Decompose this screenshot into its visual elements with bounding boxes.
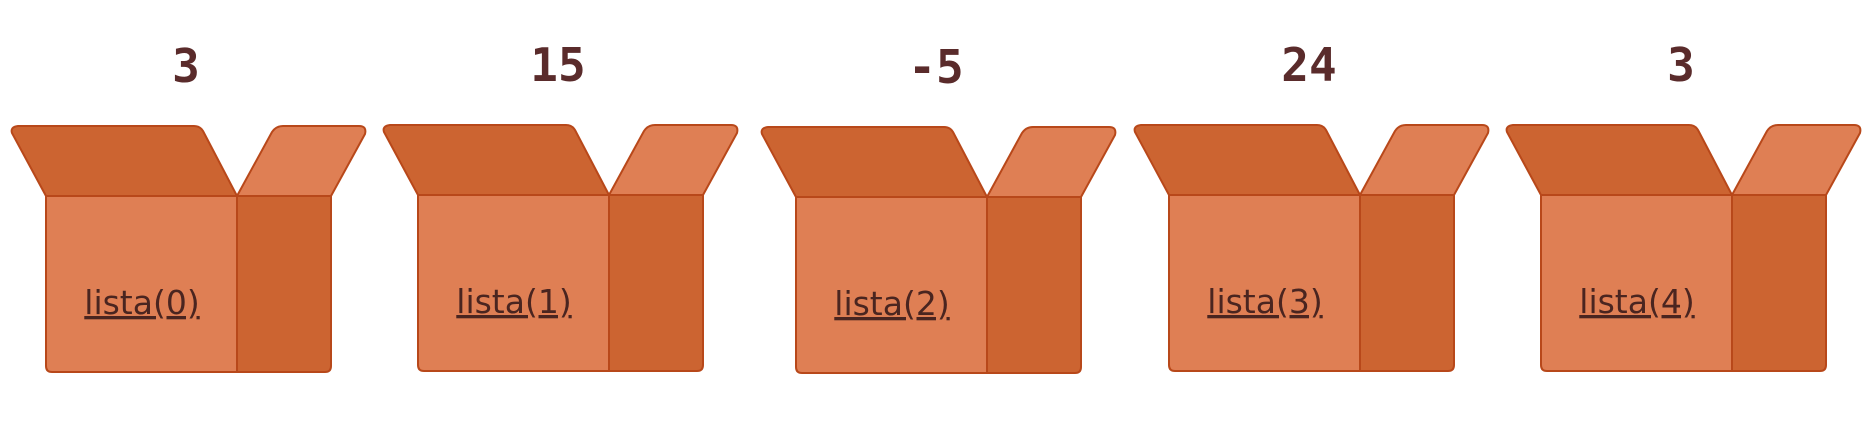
array-box-0: 3 lista(0) [10,39,367,373]
box-left-flap [1133,124,1361,196]
box-left-flap [382,124,610,196]
box-left-flap [1505,124,1733,196]
box-front-face [795,196,988,374]
box-index-label-0: lista(0) [84,283,199,322]
box-side-face [608,194,704,372]
box-side-face [236,195,332,373]
box-value-4: 3 [1667,38,1695,92]
box-right-flap [1359,124,1490,196]
box-side-face [1359,194,1455,372]
box-value-2: -5 [908,40,963,94]
box-side-face [986,196,1082,374]
array-box-2: -5 lista(2) [760,40,1117,374]
box-front-face [1168,194,1361,372]
box-index-label-4: lista(4) [1579,282,1694,321]
box-value-3: 24 [1281,38,1336,92]
box-left-flap [760,126,988,198]
box-right-flap [1731,124,1862,196]
box-right-flap [986,126,1117,198]
array-box-1: 15 lista(1) [382,38,739,372]
box-right-flap [608,124,739,196]
box-right-flap [236,125,367,197]
box-side-face [1731,194,1827,372]
box-index-label-3: lista(3) [1207,282,1322,321]
box-front-face [417,194,610,372]
box-front-face [1540,194,1733,372]
array-box-3: 24 lista(3) [1133,38,1490,372]
box-left-flap [10,125,238,197]
box-value-0: 3 [172,39,200,93]
box-index-label-1: lista(1) [456,282,571,321]
box-front-face [45,195,238,373]
box-value-1: 15 [530,38,585,92]
box-index-label-2: lista(2) [834,284,949,323]
array-box-4: 3 lista(4) [1505,38,1862,372]
